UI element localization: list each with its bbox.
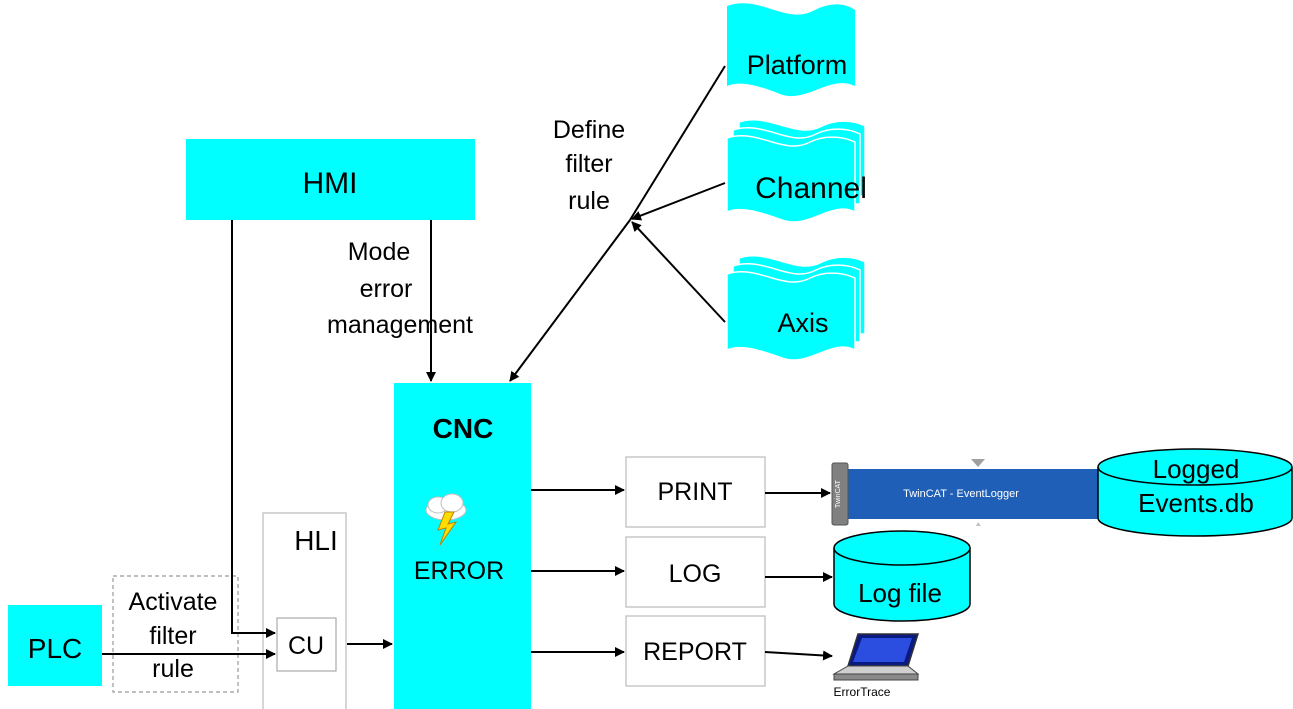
- mode-label-line1: Mode: [348, 238, 411, 266]
- cnc-node: CNC ERROR: [394, 383, 531, 709]
- axis-to-junction-arrow: [631, 221, 726, 323]
- platform-to-junction-arrow: [629, 65, 726, 221]
- errortrace-label: ErrorTrace: [834, 685, 891, 699]
- axis-label: Axis: [777, 308, 828, 338]
- platform-node: Platform: [727, 3, 855, 97]
- hli-label: HLI: [294, 525, 338, 556]
- activate-label-line2: filter: [149, 622, 196, 650]
- activate-filter-rule-group: Activate filter rule: [112, 575, 239, 693]
- channel-node: Channel: [726, 119, 867, 223]
- plc-node: PLC: [8, 605, 102, 686]
- mode-error-management-label: Mode error management: [327, 238, 473, 339]
- laptop-icon: [832, 633, 920, 681]
- plc-label: PLC: [28, 633, 82, 664]
- report-node: REPORT: [625, 615, 766, 687]
- eventlogger-label: TwinCAT - EventLogger: [903, 488, 1019, 500]
- connectors: [102, 65, 833, 661]
- eventlogger-bar: TwinCAT TwinCAT - EventLogger: [831, 459, 1137, 526]
- report-to-laptop-arrow: [764, 650, 833, 661]
- hmi-label: HMI: [303, 167, 358, 200]
- channel-to-junction-arrow: [631, 182, 726, 221]
- cnc-label: CNC: [433, 413, 494, 444]
- hmi-to-cu-arrow: [231, 220, 276, 638]
- define-label-line3: rule: [568, 187, 610, 215]
- define-label-line2: filter: [565, 150, 612, 178]
- print-node: PRINT: [625, 456, 766, 528]
- log-node: LOG: [625, 536, 766, 608]
- activate-label-line1: Activate: [129, 588, 218, 616]
- print-label: PRINT: [658, 478, 733, 506]
- junction-to-cnc-arrow: [509, 219, 631, 382]
- report-label: REPORT: [643, 638, 747, 666]
- logged-events-line2: Events.db: [1138, 488, 1254, 518]
- channel-label: Channel: [755, 172, 867, 205]
- error-label: ERROR: [414, 557, 504, 585]
- logged-events-line1: Logged: [1153, 454, 1240, 484]
- logged-events-db-node: Logged Events.db: [1097, 448, 1293, 537]
- hmi-node: HMI: [186, 139, 475, 220]
- cu-label: CU: [288, 632, 324, 660]
- eventlogger-side-label: TwinCAT: [835, 479, 842, 508]
- activate-label-line3: rule: [152, 655, 194, 683]
- axis-node: Axis: [726, 255, 866, 361]
- log-file-node: Log file: [833, 530, 971, 622]
- log-file-label: Log file: [858, 578, 942, 608]
- cu-node: CU: [276, 617, 337, 672]
- define-label-line1: Define: [553, 116, 625, 144]
- mode-label-line3: management: [327, 311, 473, 339]
- define-filter-rule-label: Define filter rule: [553, 116, 625, 215]
- hli-node: HLI: [262, 512, 347, 709]
- log-label: LOG: [669, 560, 722, 588]
- platform-label: Platform: [747, 50, 848, 80]
- mode-label-line2: error: [360, 275, 413, 303]
- lightning-cloud-icon: [425, 493, 467, 546]
